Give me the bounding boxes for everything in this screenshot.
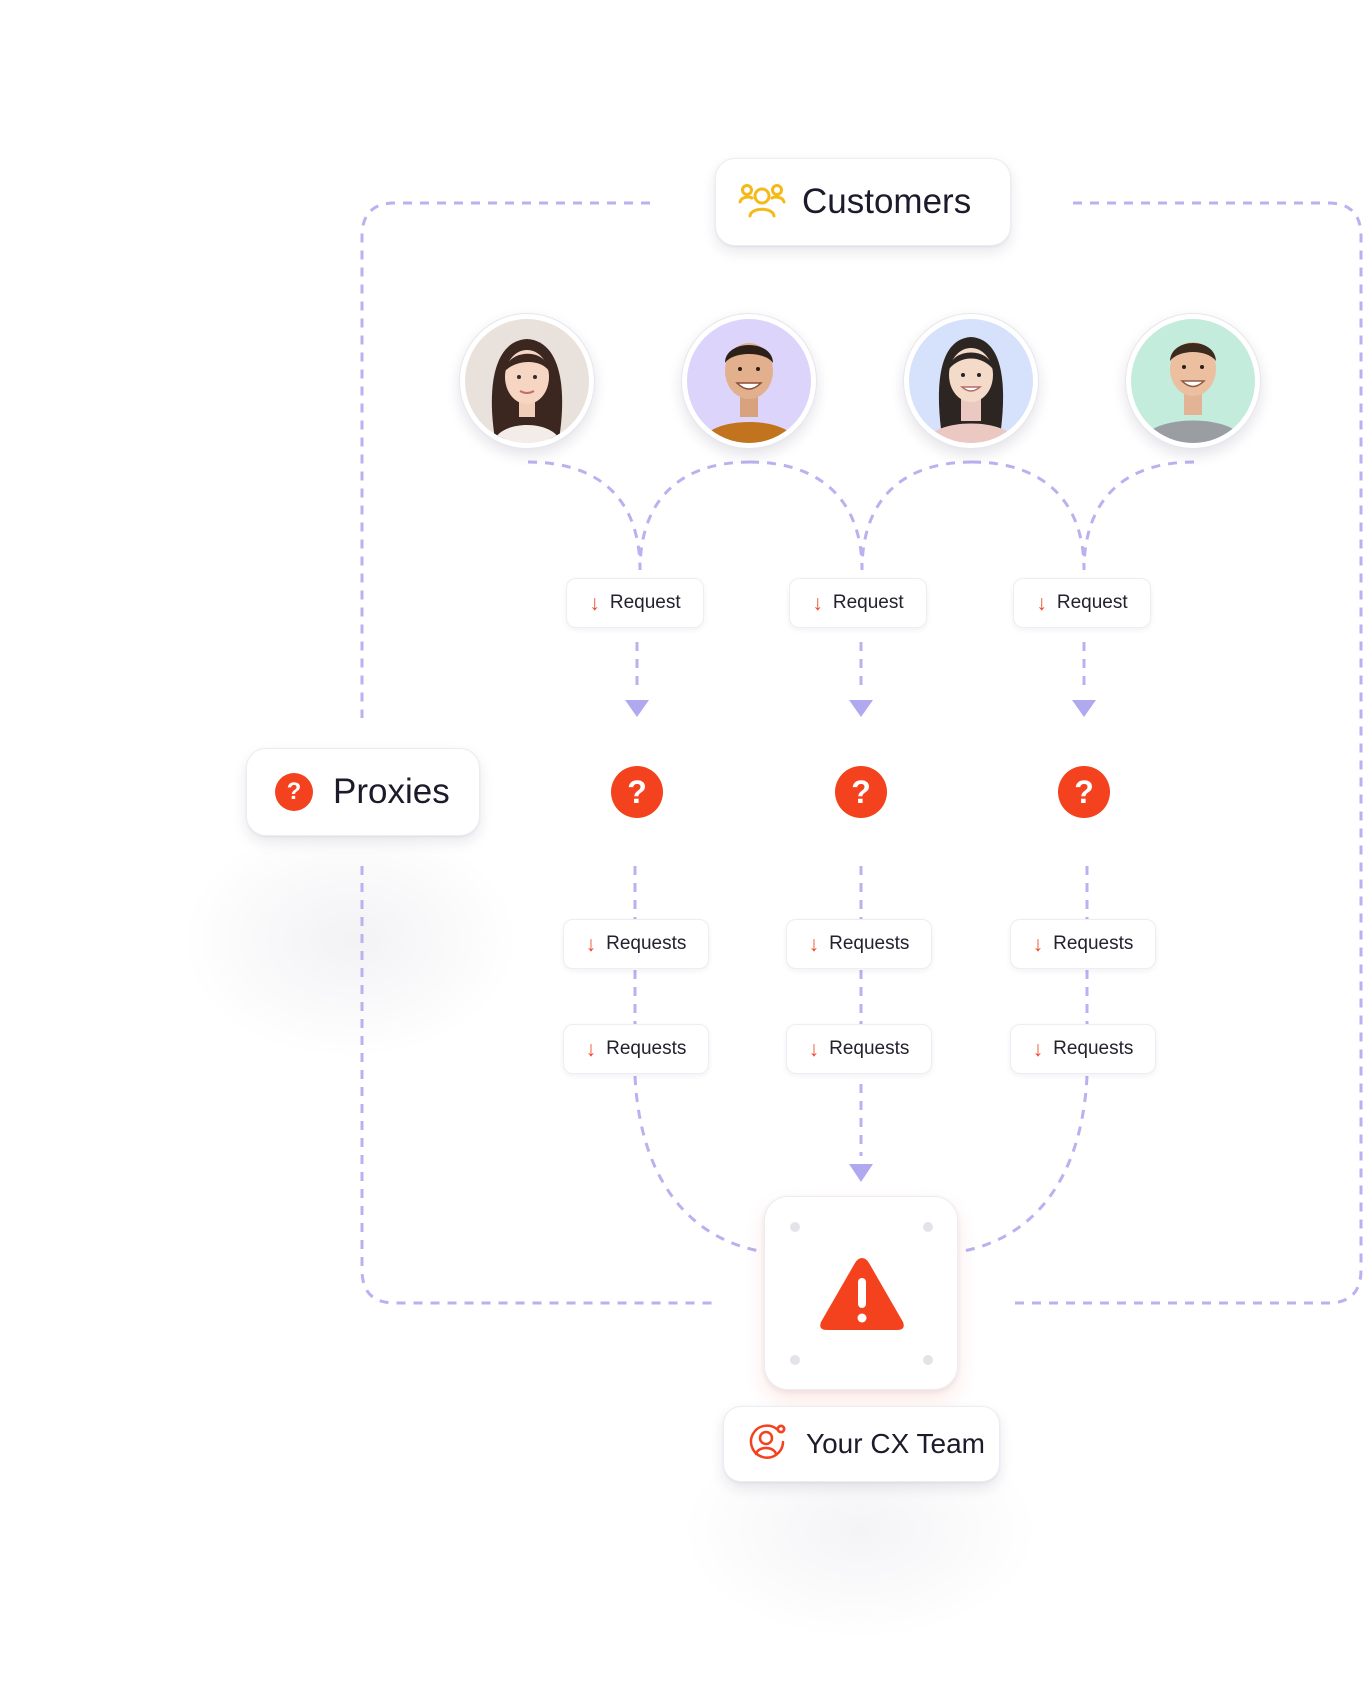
request-label: Request — [609, 592, 681, 613]
cx-team-label: Your CX Team — [806, 1428, 985, 1459]
request-label: Request — [832, 592, 904, 613]
user-settings-icon — [748, 1422, 788, 1467]
alert-box — [764, 1196, 958, 1390]
question-badge-icon: ? — [611, 766, 663, 818]
arrow-down-icon: ↓ — [808, 1037, 820, 1061]
request-pill: ↓ Request — [789, 578, 927, 628]
customer-avatar — [1125, 313, 1261, 449]
warning-triangle-icon — [818, 1254, 906, 1339]
customer-avatar — [459, 313, 595, 449]
arrow-down-icon: ↓ — [589, 591, 600, 615]
avatar-photo — [1131, 319, 1255, 443]
requests-label: Requests — [1053, 1038, 1134, 1059]
requests-pill: ↓ Requests — [563, 1024, 709, 1074]
arrow-down-icon: ↓ — [808, 932, 820, 956]
requests-label: Requests — [606, 1038, 687, 1059]
requests-pill: ↓ Requests — [786, 1024, 932, 1074]
corner-dot — [790, 1222, 800, 1232]
arrow-down-icon: ↓ — [585, 932, 597, 956]
avatar-photo — [687, 319, 811, 443]
users-group-icon — [738, 180, 786, 225]
corner-dot — [923, 1355, 933, 1365]
requests-pill: ↓ Requests — [1010, 919, 1156, 969]
customers-card: Customers — [715, 158, 1011, 246]
requests-label: Requests — [829, 933, 910, 954]
corner-dot — [923, 1222, 933, 1232]
question-badge-icon: ? — [1058, 766, 1110, 818]
arrow-down-icon: ↓ — [812, 591, 823, 615]
requests-pill: ↓ Requests — [1010, 1024, 1156, 1074]
requests-pill: ↓ Requests — [563, 919, 709, 969]
customer-avatar — [903, 313, 1039, 449]
requests-pill: ↓ Requests — [786, 919, 932, 969]
question-badge-icon: ? — [835, 766, 887, 818]
customers-label: Customers — [802, 182, 972, 221]
arrow-down-icon: ↓ — [1032, 1037, 1044, 1061]
request-label: Request — [1056, 592, 1128, 613]
proxies-card: ? Proxies — [246, 748, 480, 836]
question-icon: ? — [275, 773, 313, 811]
proxies-label: Proxies — [333, 772, 450, 811]
arrow-down-icon: ↓ — [1032, 932, 1044, 956]
avatar-photo — [909, 319, 1033, 443]
requests-label: Requests — [1053, 933, 1134, 954]
requests-label: Requests — [829, 1038, 910, 1059]
customer-avatar — [681, 313, 817, 449]
arrow-down-icon: ↓ — [1036, 591, 1047, 615]
arrow-down-icon: ↓ — [585, 1037, 597, 1061]
avatar-photo — [465, 319, 589, 443]
request-pill: ↓ Request — [566, 578, 704, 628]
shadow-glow — [180, 820, 520, 1060]
request-pill: ↓ Request — [1013, 578, 1151, 628]
corner-dot — [790, 1355, 800, 1365]
cx-team-card: Your CX Team — [723, 1406, 1000, 1482]
requests-label: Requests — [606, 933, 687, 954]
